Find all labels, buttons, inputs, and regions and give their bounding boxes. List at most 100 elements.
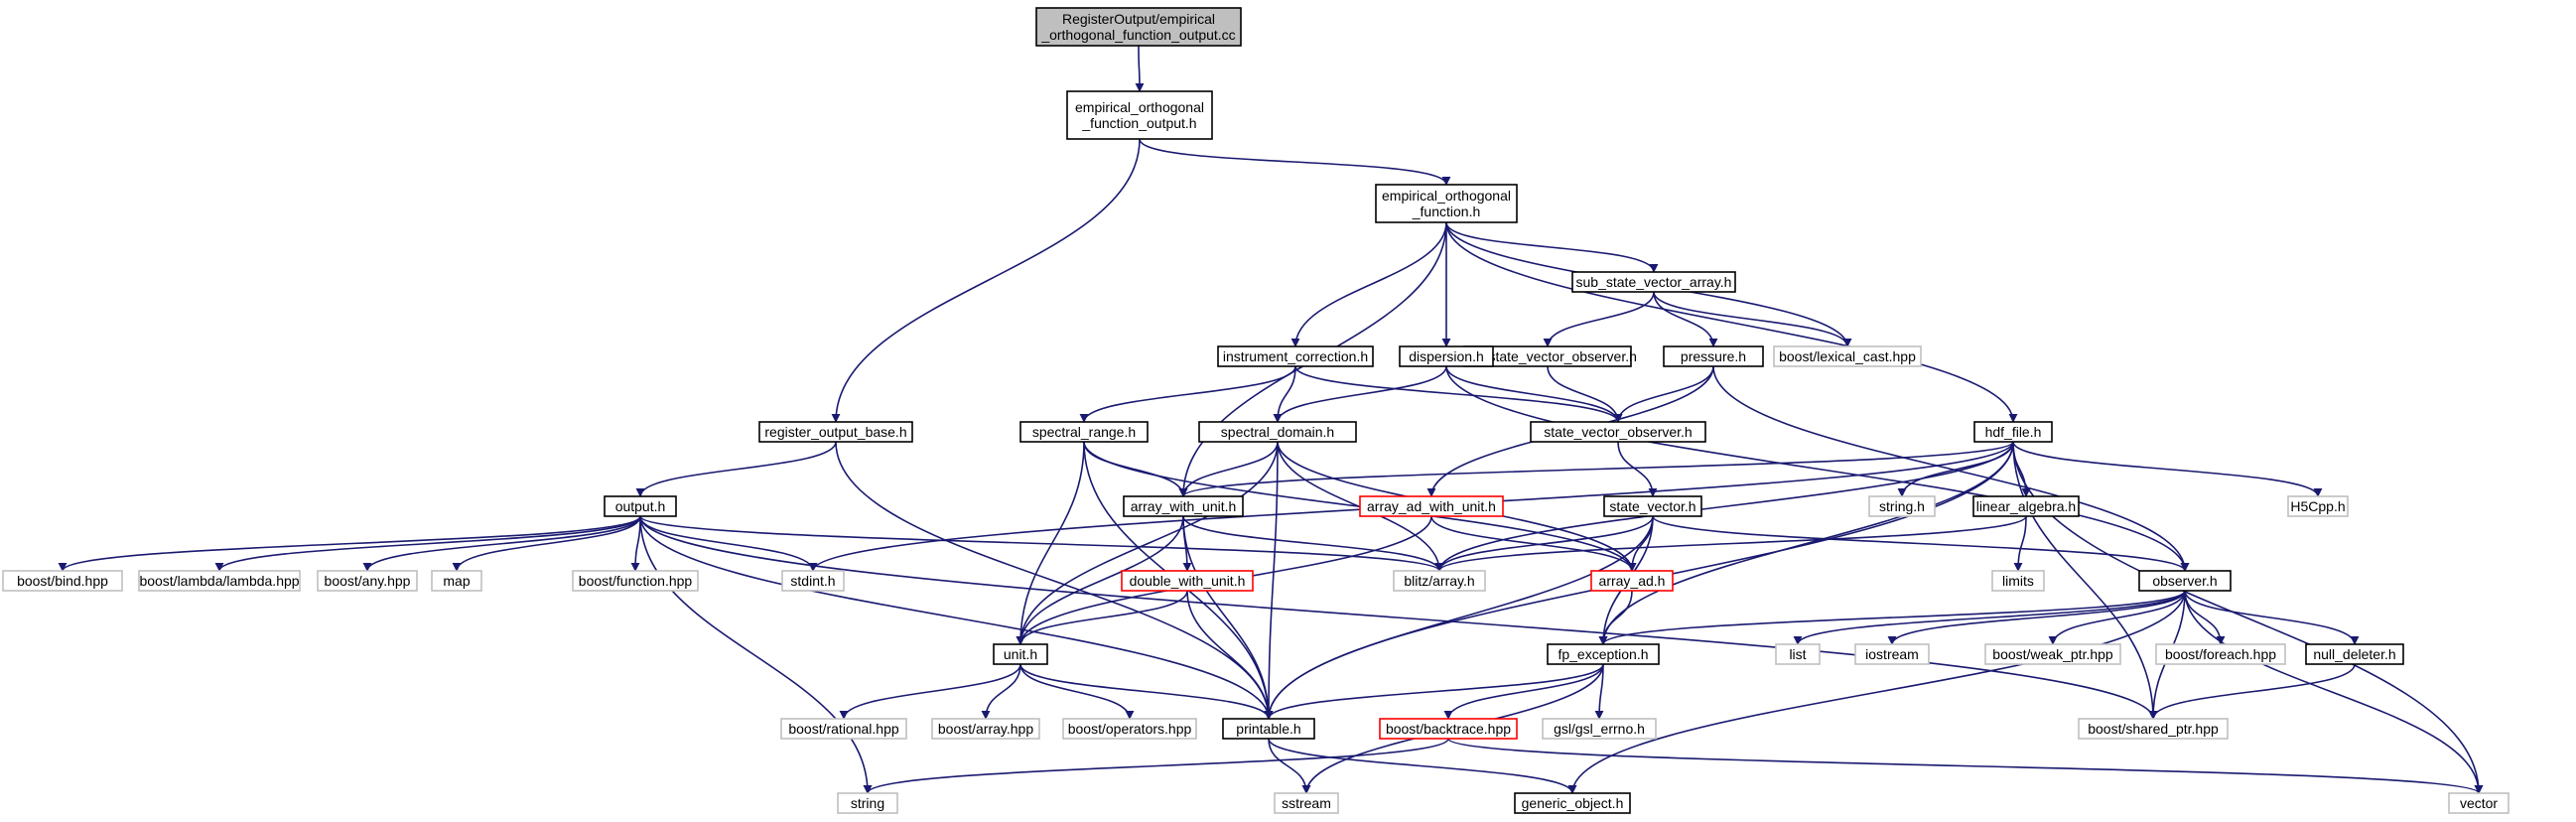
edge-svo_h-to-sv_h (1617, 441, 1658, 497)
edge-hdf_h-to-sharedptr (2012, 441, 2158, 720)
edge-sv_h-to-printable_h (1264, 515, 1654, 720)
node-box (1399, 345, 1494, 367)
node-label: boost/array.hpp (938, 721, 1033, 737)
node-register-output-base-h[interactable]: register_output_base.h (758, 421, 913, 443)
node-boost-backtrace-hpp[interactable]: boost/backtrace.hpp (1379, 718, 1518, 740)
node-label: stdint.h (790, 573, 835, 589)
edge-observer_h-to-vector (2184, 590, 2484, 794)
node-h5cpp-h: H5Cpp.h (2287, 495, 2349, 517)
edge-observer_h-to-list (1793, 590, 2186, 645)
node-stdint-h: stdint.h (781, 570, 845, 592)
node-label: iostream (1865, 646, 1919, 662)
node-spectral-range-h[interactable]: spectral_range.h (1019, 421, 1149, 443)
node-pressure-h[interactable]: pressure.h (1663, 345, 1764, 367)
node-output-h[interactable]: output.h (604, 495, 677, 517)
edge-layer (58, 45, 2484, 794)
node-label: _function_output.h (1081, 115, 1196, 131)
node-box (1123, 495, 1244, 517)
node-box (1984, 643, 2121, 665)
node-label: linear_algebra.h (1976, 498, 2076, 514)
node-label: null_deleter.h (2313, 646, 2395, 662)
edge-unit_h-to-printable_h (1019, 663, 1274, 720)
node-unit-h[interactable]: unit.h (993, 643, 1048, 665)
node-array-ad-h[interactable]: array_ad.h (1590, 570, 1674, 592)
node-label: instrument_correction.h (1223, 348, 1368, 364)
node-box (781, 570, 845, 592)
node-box (2287, 495, 2349, 517)
node-label: map (443, 573, 470, 589)
node-empirical-orthogonal-function-output-h[interactable]: empirical_orthogonal_function_output.h (1066, 90, 1213, 140)
edge-nulldel_h-to-sharedptr (2148, 663, 2356, 720)
edge-hdf_h-to-string_h (1897, 441, 2014, 497)
node-label: boost/shared_ptr.hpp (2088, 721, 2219, 737)
edge-output_h-to-bind (58, 515, 641, 572)
node-label: pressure.h (1681, 348, 1746, 364)
edge-output_h-to-string (639, 515, 873, 794)
edge-observer_h-to-fpe_h (1598, 590, 2186, 645)
node-box (2155, 643, 2286, 665)
edge-output_h-to-stdint (639, 515, 818, 572)
edge-hdf_h-to-blitz (1434, 441, 2014, 572)
edge-ssvo_h-to-svo_h (1547, 365, 1623, 423)
edge-linalg_h-to-limits (2013, 515, 2027, 572)
node-double-with-unit-h[interactable]: double_with_unit.h (1121, 570, 1254, 592)
node-linear-algebra-h[interactable]: linear_algebra.h (1972, 495, 2080, 517)
node-box (993, 643, 1048, 665)
node-empirical-orthogonal-function-h[interactable]: empirical_orthogonal_function.h (1375, 184, 1518, 223)
node-box (572, 570, 699, 592)
edge-pressure_h-to-observer_h (1712, 365, 2190, 572)
node-instrument-correction-h[interactable]: instrument_correction.h (1217, 345, 1374, 367)
node-label: boost/weak_ptr.hpp (1992, 646, 2113, 662)
node-label: sub_state_vector_array.h (1576, 274, 1732, 290)
node-label: _function.h (1412, 204, 1481, 219)
node-label: boost/function.hpp (579, 573, 693, 589)
node-registeroutput-empirical-orthogonal-function-output-cc[interactable]: RegisterOutput/empirical_orthogonal_func… (1035, 7, 1242, 47)
node-sub-state-vector-array-h[interactable]: sub_state_vector_array.h (1571, 271, 1736, 293)
edge-unit_h-to-operators (1019, 663, 1135, 720)
edge-instr_h-to-specdom_h (1273, 365, 1296, 423)
node-fp-exception-h[interactable]: fp_exception.h (1547, 643, 1660, 665)
edge-hdf_h-to-awu_h (1178, 441, 2014, 497)
node-printable-h[interactable]: printable.h (1222, 718, 1315, 740)
node-label: fp_exception.h (1558, 646, 1648, 662)
edge-specdom_h-to-printable_h (1264, 441, 1279, 720)
node-state-vector-observer-h[interactable]: state_vector_observer.h (1530, 421, 1706, 443)
node-label: array_ad_with_unit.h (1367, 498, 1496, 514)
node-label: observer.h (2152, 573, 2217, 589)
node-dispersion-h[interactable]: dispersion.h (1399, 345, 1494, 367)
edge-output_h-to-sharedptr (639, 515, 2158, 720)
node-observer-h[interactable]: observer.h (2138, 570, 2232, 592)
node-state-vector-h[interactable]: state_vector.h (1603, 495, 1702, 517)
node-label: generic_object.h (1522, 795, 1624, 811)
edge-instr_h-to-specrange_h (1079, 365, 1296, 423)
node-boost-shared-ptr-hpp: boost/shared_ptr.hpp (2078, 718, 2229, 740)
edge-observer_h-to-genobj_h (1567, 590, 2186, 794)
edge-eof_h-to-ssva_h (1445, 221, 1659, 273)
node-box (1868, 495, 1936, 517)
node-sstream: sstream (1274, 792, 1339, 814)
node-hdf-file-h[interactable]: hdf_file.h (1973, 421, 2053, 443)
node-box (2078, 718, 2229, 740)
node-null-deleter-h[interactable]: null_deleter.h (2305, 643, 2404, 665)
node-box (1217, 345, 1374, 367)
edge-sv_h-to-blitz (1434, 515, 1654, 572)
edge-specdom_h-to-awu_h (1178, 441, 1279, 497)
edge-root-to-eofo_h (1135, 45, 1145, 92)
node-array-with-unit-h[interactable]: array_with_unit.h (1123, 495, 1244, 517)
node-spectral-domain-h[interactable]: spectral_domain.h (1198, 421, 1357, 443)
node-label: gsl/gsl_errno.h (1554, 721, 1645, 737)
node-label: array_ad.h (1599, 573, 1666, 589)
node-label: boost/any.hpp (325, 573, 411, 589)
node-generic-object-h[interactable]: generic_object.h (1514, 792, 1631, 814)
node-label: boost/operators.hpp (1068, 721, 1192, 737)
node-box (1973, 421, 2053, 443)
node-gsl-gsl-errno-h: gsl/gsl_errno.h (1542, 718, 1657, 740)
node-label: spectral_range.h (1032, 424, 1136, 440)
node-box (1019, 421, 1149, 443)
node-array-ad-with-unit-h[interactable]: array_ad_with_unit.h (1359, 495, 1504, 517)
edge-awu_h-to-printable_h (1182, 515, 1274, 720)
node-label: _orthogonal_function_output.cc (1040, 27, 1235, 43)
edge-ssva_h-to-pressure_h (1653, 291, 1718, 347)
node-label: printable.h (1236, 721, 1300, 737)
node-map: map (431, 570, 482, 592)
